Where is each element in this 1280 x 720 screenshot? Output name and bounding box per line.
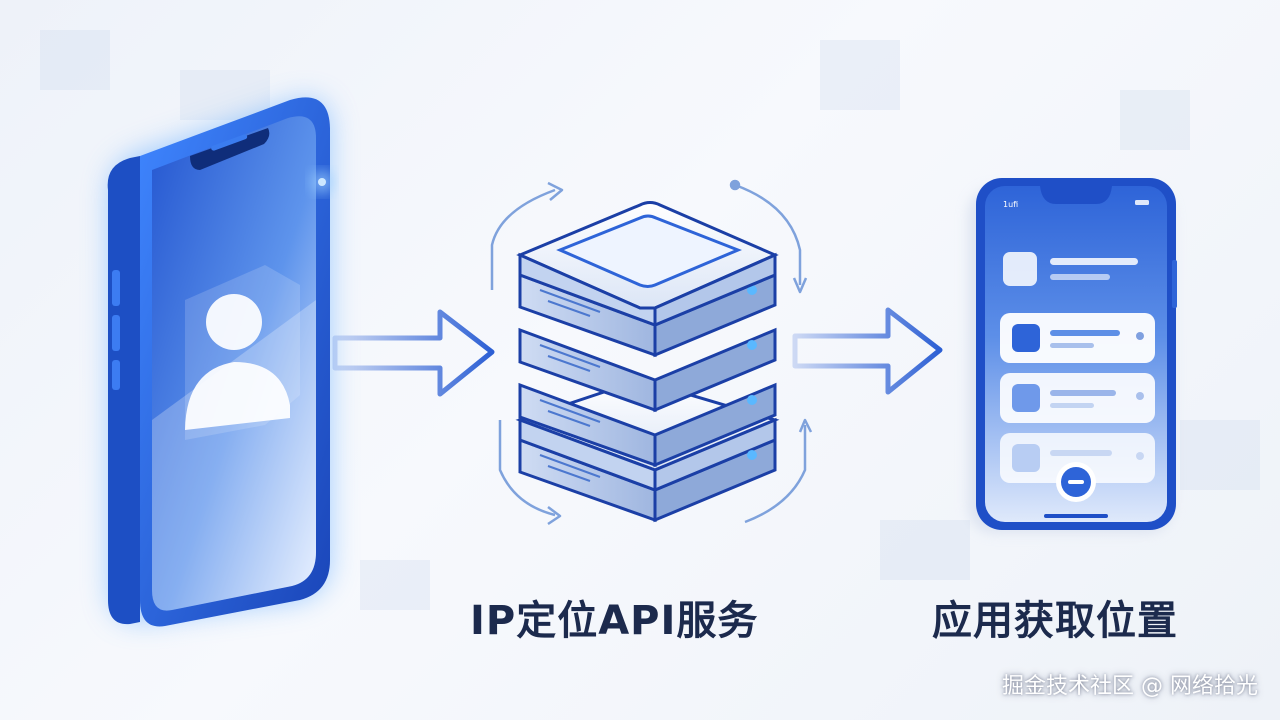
server-icon bbox=[490, 179, 813, 526]
server-top bbox=[516, 201, 779, 328]
app-status-text: 1uﬁ bbox=[1003, 200, 1018, 209]
server-unit bbox=[518, 327, 777, 413]
user-phone bbox=[107, 97, 334, 627]
refresh-cycle-icon bbox=[490, 179, 813, 526]
server-unit bbox=[515, 378, 780, 523]
watermark: 掘金技术社区 @ 网络拾光 bbox=[1002, 674, 1258, 699]
background-tile bbox=[880, 520, 970, 580]
background-tile bbox=[1120, 90, 1190, 150]
arrow-right-icon bbox=[332, 309, 495, 397]
app-label: 应用获取位置 bbox=[932, 598, 1178, 644]
background-tile bbox=[40, 30, 110, 90]
background-tile bbox=[1180, 420, 1260, 490]
server-unit bbox=[518, 382, 777, 468]
smartphone-icon: 1uﬁ bbox=[968, 178, 1177, 533]
background-tile bbox=[360, 560, 430, 610]
background-tile bbox=[180, 70, 270, 120]
user-icon bbox=[185, 265, 300, 440]
server-label: IP定位API服务 bbox=[470, 598, 759, 644]
background-tile bbox=[820, 40, 900, 110]
arrow-right-icon bbox=[792, 307, 943, 395]
